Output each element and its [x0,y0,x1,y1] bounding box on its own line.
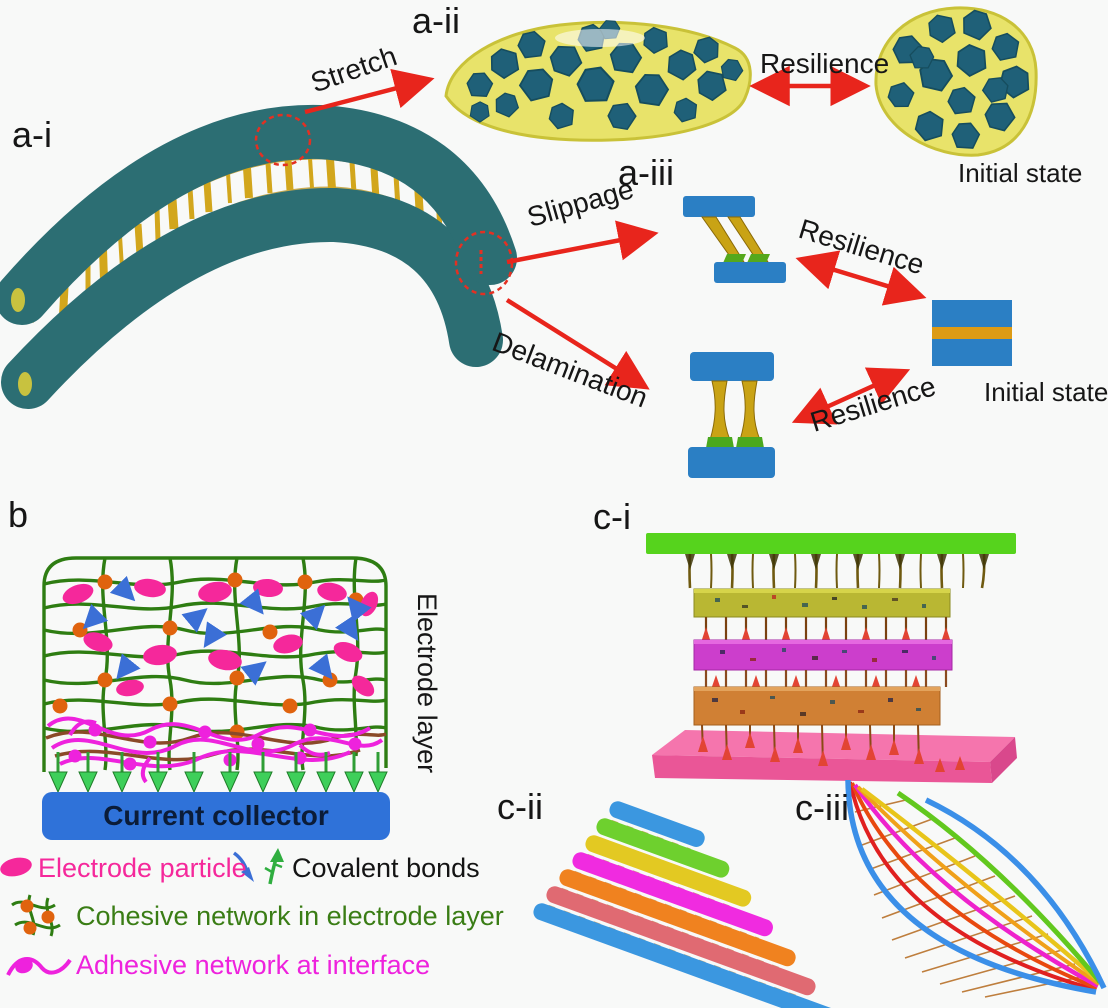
adhesive-network-icon [6,957,72,976]
panel-label-b: b [8,494,29,535]
initial-state-bond-label: Initial state [984,377,1108,407]
panel-c-ii-illustration [533,801,838,1008]
stretch-arrow [304,68,435,115]
panel-label-c-iii: c-iii [795,787,849,828]
initial-state-stretch-label: Initial state [958,158,1083,188]
orange-speckles [712,696,921,716]
stack-fibrils-3 [704,670,948,687]
olive-speckles [715,595,926,609]
resilience-stretch-annotation: Resilience [760,48,890,79]
covalent-anchor-arrows [48,752,388,794]
slippage-top-plate [683,196,755,217]
delamination-bottom-plate [688,447,775,478]
legend-cohesive-network-label: Cohesive network in electrode layer [76,901,504,931]
stack-red-tips-3 [711,675,921,688]
bottom-electrode-layer [1,187,503,409]
panel-c-i-illustration [646,533,1017,783]
stack-green-layer [646,533,1016,554]
legend-adhesive-network-label: Adhesive network at interface [76,950,431,980]
covalent-green-icon [264,848,284,885]
covalent-bond-arrows [82,575,372,686]
resilience-arrow-delamination [791,367,911,425]
electrode-layer-label: Electrode layer [412,593,442,774]
electrode-particles [62,578,379,697]
stack-olive-layer [693,588,951,618]
panel-label-a-ii: a-ii [412,0,461,41]
stack-fibril-cones-top [685,554,989,570]
stack-magenta-layer [693,639,953,671]
stack-pink-base [652,730,1017,783]
panel-label-a-i: a-i [12,114,53,155]
top-electrode-layer [0,104,517,325]
covalent-blue-icon [232,851,254,882]
magenta-speckles [720,648,936,662]
resilience-arrow-slippage [795,250,927,306]
current-collector-label: Current collector [103,800,329,831]
panel-label-c-ii: c-ii [497,786,543,827]
initial-bond-state [932,300,1012,366]
stack-red-tips-2 [701,627,951,641]
panel-b-illustration [42,556,390,840]
panel-c-iii-illustration [845,779,1107,998]
legend-electrode-particle-label: Electrode particle [38,853,247,883]
current-collector-bar [42,792,390,840]
delamination-arrow [505,298,650,390]
delamination-top-plate [690,352,774,381]
legend-icons [0,848,284,976]
electrode-particle-icon [0,857,32,877]
stack-fibrils-4 [698,724,965,772]
stack-orange-layer [693,686,941,726]
panel-a-ii-illustration [444,3,1038,157]
stretch-zoom-circle [254,113,312,167]
panel-label-c-i: c-i [593,496,631,537]
panel-a-iii-illustration [683,196,1012,478]
slippage-arrow [506,220,659,265]
red-arrows [304,65,927,425]
legend-covalent-bonds-label: Covalent bonds [292,853,480,883]
panel-a-i-illustration [0,104,517,409]
panel-label-a-iii: a-iii [618,152,675,193]
slippage-bottom-plate [714,262,786,283]
cohesive-network-icon [11,894,61,937]
